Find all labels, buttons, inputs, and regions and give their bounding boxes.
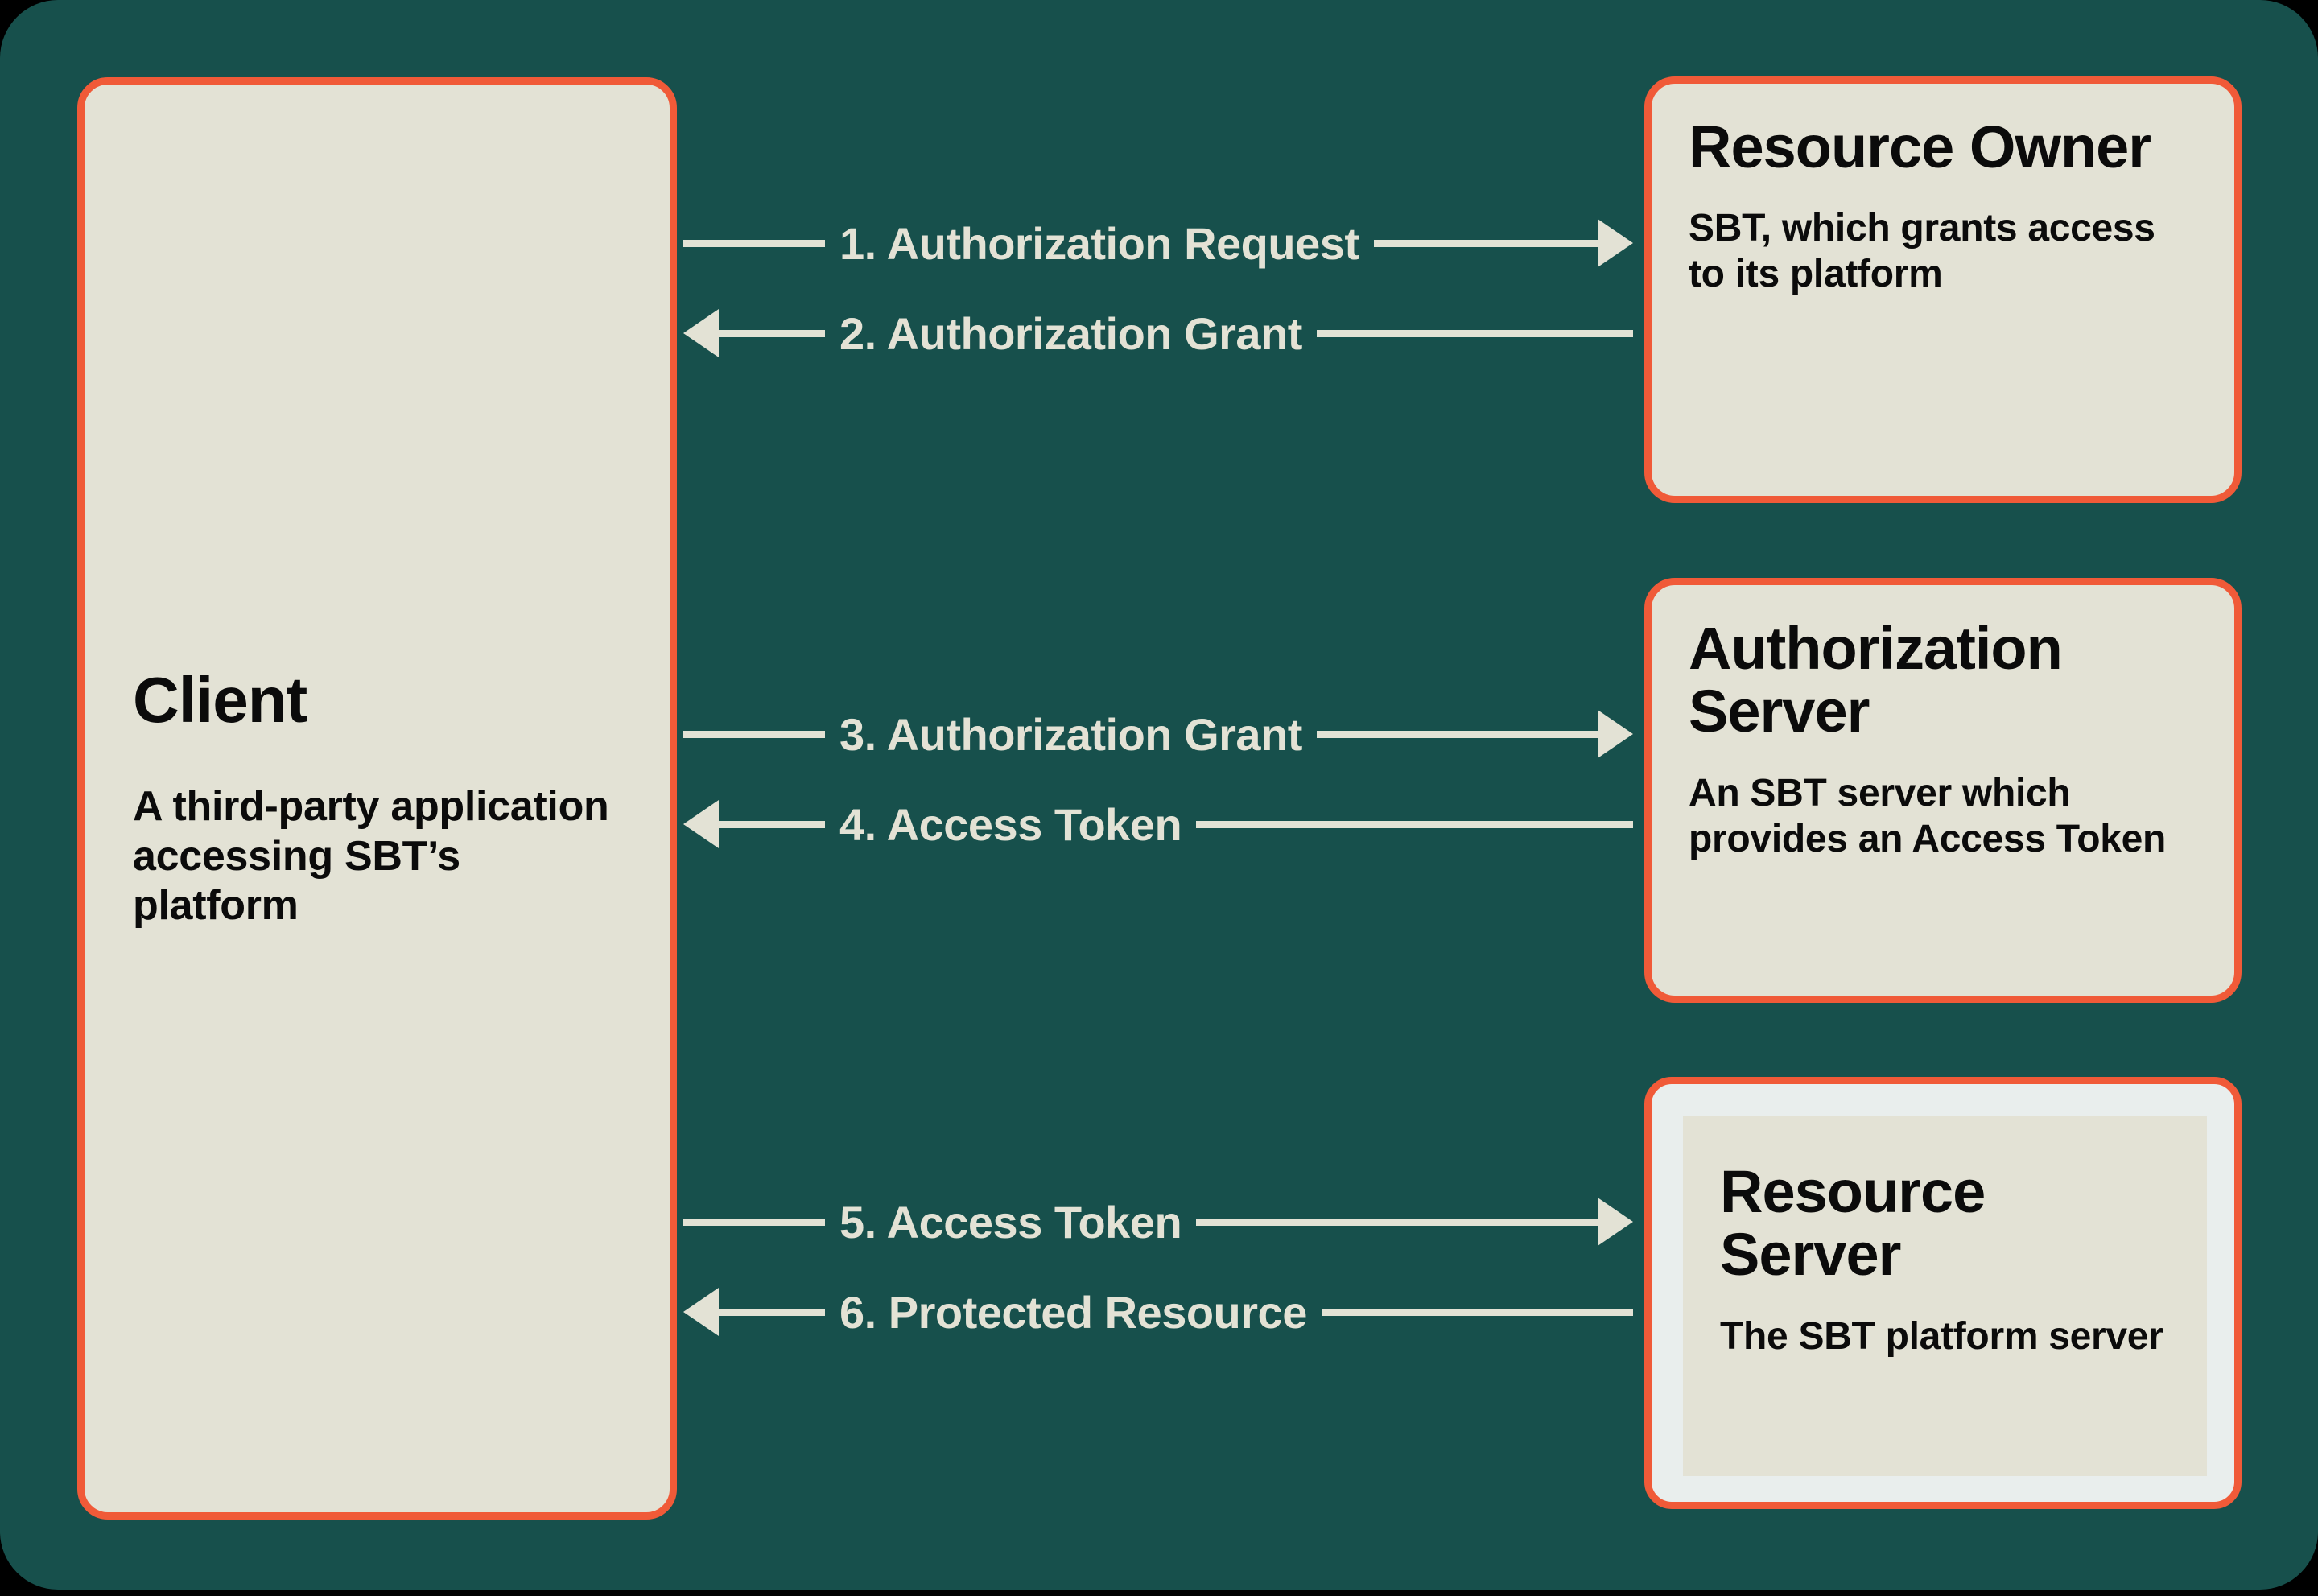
flow-arrow-3: 3. Authorization Grant bbox=[683, 702, 1633, 766]
arrow-stem bbox=[719, 820, 825, 828]
arrow-stem bbox=[1196, 1218, 1598, 1226]
resource-owner-title: Resource Owner bbox=[1689, 113, 2151, 180]
resource-server-description: The SBT platform server bbox=[1720, 1314, 2163, 1358]
arrow-stem bbox=[1196, 820, 1633, 828]
flow-label-5: 5. Access Token bbox=[839, 1196, 1182, 1248]
arrow-right-icon bbox=[1598, 710, 1633, 758]
arrow-right-icon bbox=[1598, 1198, 1633, 1246]
flow-label-3: 3. Authorization Grant bbox=[839, 708, 1302, 760]
arrow-stem bbox=[719, 329, 825, 337]
arrow-left-icon bbox=[683, 309, 719, 357]
arrow-stem bbox=[1321, 1308, 1633, 1316]
resource-owner-card: Resource Owner SBT, which grants access … bbox=[1644, 76, 2242, 503]
arrow-stem bbox=[683, 730, 825, 738]
flow-label-4: 4. Access Token bbox=[839, 798, 1182, 850]
arrow-stem bbox=[683, 239, 825, 247]
resource-owner-description: SBT, which grants access to its platform bbox=[1689, 207, 2155, 296]
arrow-stem bbox=[1316, 730, 1598, 738]
authorization-server-description: An SBT server which provides an Access T… bbox=[1689, 771, 2167, 860]
client-description: A third-party application accessing SBT’… bbox=[133, 783, 609, 930]
flow-label-1: 1. Authorization Request bbox=[839, 217, 1359, 269]
flow-arrow-2: 2. Authorization Grant bbox=[683, 301, 1633, 365]
resource-server-inner-panel: Resource Server The SBT platform server bbox=[1683, 1116, 2207, 1476]
resource-server-card: Resource Server The SBT platform server bbox=[1644, 1077, 2242, 1509]
flow-arrow-4: 4. Access Token bbox=[683, 792, 1633, 856]
flow-arrow-5: 5. Access Token bbox=[683, 1190, 1633, 1254]
arrow-left-icon bbox=[683, 800, 719, 848]
arrow-right-icon bbox=[1598, 219, 1633, 267]
arrow-left-icon bbox=[683, 1288, 719, 1336]
resource-server-title: Resource Server bbox=[1720, 1158, 1986, 1289]
client-card: Client A third-party application accessi… bbox=[77, 77, 677, 1520]
flow-label-2: 2. Authorization Grant bbox=[839, 307, 1302, 359]
authorization-server-card: Authorization Server An SBT server which… bbox=[1644, 578, 2242, 1003]
client-title: Client bbox=[133, 663, 307, 736]
authorization-server-title: Authorization Server bbox=[1689, 615, 2063, 745]
arrow-stem bbox=[683, 1218, 825, 1226]
flow-label-6: 6. Protected Resource bbox=[839, 1286, 1307, 1338]
arrow-stem bbox=[719, 1308, 825, 1316]
arrow-stem bbox=[1316, 329, 1633, 337]
arrow-stem bbox=[1373, 239, 1598, 247]
flow-arrow-6: 6. Protected Resource bbox=[683, 1280, 1633, 1344]
flow-arrow-1: 1. Authorization Request bbox=[683, 211, 1633, 275]
